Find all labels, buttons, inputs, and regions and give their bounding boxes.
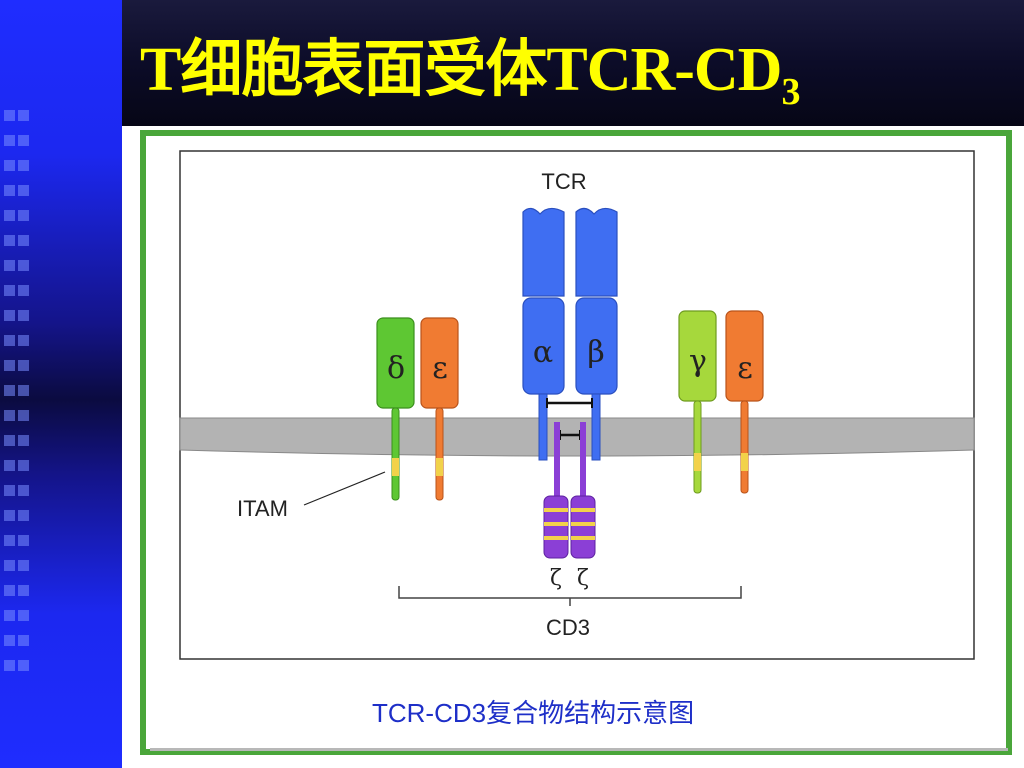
decorative-square: [4, 435, 15, 446]
decorative-square: [4, 285, 15, 296]
beta-label: β: [587, 335, 604, 370]
epsilon-chain-right: [725, 310, 764, 494]
epsilon-chain-left: [420, 317, 459, 501]
gamma-label: γ: [689, 344, 707, 379]
decorative-square: [18, 210, 29, 221]
decorative-square: [4, 485, 15, 496]
title-bar: [122, 0, 1024, 126]
decorative-square: [4, 460, 15, 471]
decorative-square: [4, 560, 15, 571]
zeta-chain-right: [570, 422, 596, 559]
decorative-square: [18, 560, 29, 571]
decorative-square: [4, 585, 15, 596]
decorative-square: [18, 535, 29, 546]
tcr-cd3-diagram: TCR α β ζ ζ δ: [179, 150, 975, 660]
decorative-square: [18, 660, 29, 671]
decorative-square: [18, 385, 29, 396]
decorative-square: [4, 660, 15, 671]
figure-caption: TCR-CD3复合物结构示意图: [372, 698, 695, 728]
decorative-square: [18, 485, 29, 496]
decorative-square: [18, 235, 29, 246]
decorative-square: [4, 635, 15, 646]
decorative-square: [4, 235, 15, 246]
decorative-square: [4, 135, 15, 146]
decorative-square: [4, 335, 15, 346]
decorative-square: [18, 360, 29, 371]
itam-pointer-line: [303, 471, 386, 506]
decorative-square: [18, 585, 29, 596]
decorative-square: [18, 335, 29, 346]
cd3-label: CD3: [546, 615, 590, 640]
slide-title-subscript: 3: [781, 71, 800, 113]
zeta-right-label: ζ: [577, 566, 589, 591]
decorative-square: [18, 160, 29, 171]
beta-chain-tail: [591, 393, 601, 461]
decorative-square: [4, 260, 15, 271]
decorative-square: [4, 510, 15, 521]
decorative-square: [4, 410, 15, 421]
alpha-chain-variable-domain: [522, 207, 565, 297]
alpha-beta-disulfide-bond: [546, 398, 593, 408]
epsilon-left-label: ε: [432, 351, 448, 386]
decorative-square: [18, 410, 29, 421]
decorative-square: [4, 610, 15, 621]
cell-membrane: [179, 417, 975, 457]
epsilon-right-label: ε: [737, 351, 753, 386]
slide-title: T细胞表面受体TCR-CD3: [140, 18, 800, 114]
decorative-square: [4, 185, 15, 196]
zeta-left-label: ζ: [550, 566, 562, 591]
decorative-square: [4, 110, 15, 121]
decorative-square: [4, 310, 15, 321]
bottom-divider: [150, 748, 1008, 751]
decorative-square: [18, 110, 29, 121]
decorative-square: [18, 610, 29, 621]
decorative-square: [18, 285, 29, 296]
delta-label: δ: [387, 351, 405, 386]
slide-title-main: T细胞表面受体TCR-CD: [140, 36, 782, 104]
decorative-square: [18, 185, 29, 196]
decorative-square: [18, 635, 29, 646]
tcr-label: TCR: [541, 169, 586, 194]
alpha-label: α: [533, 335, 553, 370]
decorative-square: [4, 535, 15, 546]
beta-chain-variable-domain: [575, 207, 618, 297]
decorative-square: [18, 260, 29, 271]
zeta-chain-left: [543, 422, 569, 559]
alpha-chain-tail: [538, 393, 548, 461]
decorative-square: [4, 160, 15, 171]
decorative-squares: [0, 110, 40, 710]
decorative-square: [4, 210, 15, 221]
decorative-square: [18, 135, 29, 146]
decorative-square: [18, 310, 29, 321]
gamma-chain: [678, 310, 717, 494]
delta-chain: [376, 317, 415, 501]
decorative-square: [4, 360, 15, 371]
decorative-square: [4, 385, 15, 396]
itam-label: ITAM: [237, 496, 288, 521]
decorative-square: [18, 435, 29, 446]
decorative-square: [18, 510, 29, 521]
decorative-square: [18, 460, 29, 471]
